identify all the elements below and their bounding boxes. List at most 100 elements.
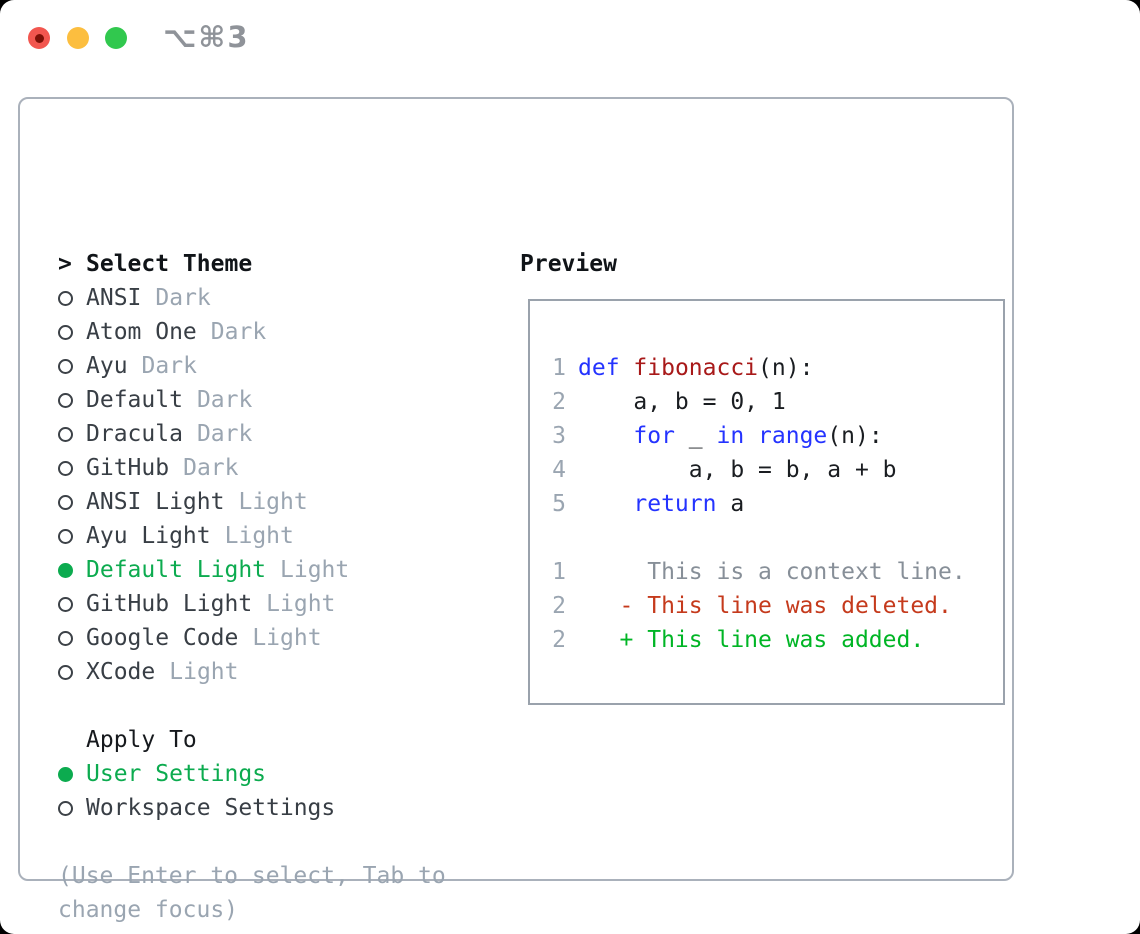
- keyboard-shortcut-label: ⌥⌘3: [163, 20, 250, 54]
- theme-option[interactable]: ANSI Dark: [58, 281, 446, 315]
- radio-unselected-icon: [58, 324, 73, 340]
- radio-marker: [58, 562, 86, 578]
- code-text: def fibonacci(n):: [578, 355, 814, 381]
- theme-variant-badge: Dark: [196, 421, 253, 447]
- diff-text: This is a context line.: [578, 559, 966, 585]
- theme-name: Ayu: [86, 353, 128, 379]
- close-dot-icon: [34, 33, 44, 43]
- theme-variant-badge: Light: [169, 659, 239, 685]
- apply-to-title: Apply To: [86, 727, 197, 753]
- preview-box: 1 def fibonacci(n): 2 a, b = 0, 1 3 for _ i…: [528, 299, 1005, 705]
- theme-name: Google Code: [86, 625, 239, 651]
- radio-marker: [58, 426, 86, 442]
- diff-line: 2 - This line was deleted.: [550, 589, 1003, 623]
- select-theme-header: > Select Theme: [58, 247, 446, 281]
- code-text: a, b = b, a + b: [578, 457, 897, 483]
- theme-variant-badge: Light: [280, 557, 350, 583]
- spacer: [58, 689, 446, 723]
- theme-option[interactable]: Default Dark: [58, 383, 446, 417]
- radio-selected-icon: [58, 766, 73, 782]
- diff-text: - This line was deleted.: [578, 593, 952, 619]
- line-number: 2: [552, 627, 566, 653]
- spacer: [58, 825, 446, 859]
- code-line: 1 def fibonacci(n):: [550, 351, 1003, 385]
- radio-unselected-icon: [58, 630, 73, 646]
- theme-variant-badge: Dark: [141, 353, 197, 379]
- radio-unselected-icon: [58, 426, 73, 442]
- radio-marker: [58, 630, 86, 646]
- minimize-button[interactable]: [67, 27, 89, 49]
- line-number: 1: [552, 355, 566, 381]
- theme-option[interactable]: Ayu Dark: [58, 349, 446, 383]
- preview-title: Preview: [520, 251, 617, 277]
- line-number: 4: [552, 457, 566, 483]
- theme-name: GitHub: [86, 455, 170, 481]
- radio-marker: [58, 392, 86, 408]
- radio-unselected-icon: [58, 800, 73, 816]
- line-number: 1: [552, 559, 566, 585]
- hint-text-line-2: change focus): [58, 897, 239, 923]
- diff-text: + This line was added.: [578, 627, 925, 653]
- theme-name: Default Light: [86, 557, 267, 583]
- theme-variant-badge: Dark: [196, 387, 253, 413]
- code-line: 4 a, b = b, a + b: [550, 453, 1003, 487]
- theme-name: Default: [86, 387, 183, 413]
- radio-unselected-icon: [58, 358, 73, 374]
- theme-variant-badge: Dark: [183, 455, 239, 481]
- theme-option[interactable]: Default Light Light: [58, 553, 446, 587]
- apply-to-option[interactable]: Workspace Settings: [58, 791, 446, 825]
- radio-unselected-icon: [58, 392, 73, 408]
- radio-unselected-icon: [58, 664, 73, 680]
- radio-unselected-icon: [58, 494, 73, 510]
- radio-marker: [58, 324, 86, 340]
- code-line: 5 return a: [550, 487, 1003, 521]
- theme-option[interactable]: GitHub Dark: [58, 451, 446, 485]
- apply-to-option[interactable]: User Settings: [58, 757, 446, 791]
- line-number: 3: [552, 423, 566, 449]
- zoom-button[interactable]: [105, 27, 127, 49]
- radio-marker: [58, 290, 86, 306]
- theme-name: Ayu Light: [86, 523, 211, 549]
- code-text: a, b = 0, 1: [578, 389, 786, 415]
- theme-name: ANSI Light: [86, 489, 225, 515]
- apply-to-label: Workspace Settings: [86, 795, 336, 821]
- theme-name: ANSI: [86, 285, 142, 311]
- line-number: 2: [552, 593, 566, 619]
- line-number: 2: [552, 389, 566, 415]
- radio-marker: [58, 800, 86, 816]
- preview-header: Preview: [520, 247, 617, 281]
- code-text: return a: [633, 491, 745, 517]
- radio-marker: [58, 664, 86, 680]
- hint-text-line-1: (Use Enter to select, Tab to: [58, 863, 446, 889]
- radio-marker: [58, 494, 86, 510]
- theme-variant-badge: Light: [224, 523, 294, 549]
- theme-name: Dracula: [86, 421, 183, 447]
- theme-variant-badge: Light: [266, 591, 336, 617]
- select-theme-title: Select Theme: [86, 251, 253, 277]
- diff-line: 2 + This line was added.: [550, 623, 1003, 657]
- radio-marker: [58, 528, 86, 544]
- radio-marker: [58, 596, 86, 612]
- radio-selected-icon: [58, 562, 73, 578]
- theme-name: Atom One: [86, 319, 197, 345]
- close-button[interactable]: [28, 27, 50, 49]
- theme-variant-badge: Dark: [155, 285, 211, 311]
- radio-unselected-icon: [58, 528, 73, 544]
- theme-option[interactable]: Dracula Dark: [58, 417, 446, 451]
- radio-unselected-icon: [58, 460, 73, 476]
- theme-option[interactable]: Ayu Light Light: [58, 519, 446, 553]
- code-line: 2 a, b = 0, 1: [550, 385, 1003, 419]
- code-text: for _ in range(n):: [633, 423, 883, 449]
- apply-to-label: User Settings: [86, 761, 267, 787]
- cursor-icon: >: [58, 251, 72, 277]
